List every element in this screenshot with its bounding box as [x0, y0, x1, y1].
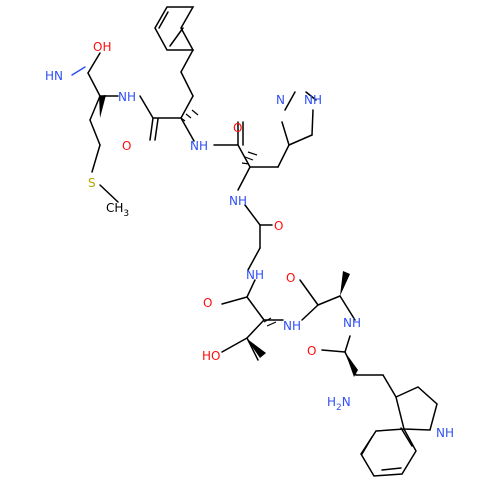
- bond: [180, 71, 194, 97]
- indole-benzene-ring: [360, 428, 417, 477]
- atom-label-sulfur: S: [88, 176, 96, 190]
- bond: [149, 117, 154, 141]
- bond: [221, 337, 248, 353]
- aromatic-bond: [158, 11, 169, 29]
- bond: [180, 117, 195, 142]
- double-bond: [321, 349, 346, 353]
- wedge-bond: [246, 338, 266, 358]
- bond: [288, 134, 313, 146]
- bond: [91, 144, 101, 173]
- atom-label-methyl: CH3: [106, 201, 129, 219]
- bond: [246, 296, 265, 321]
- atom-label-his-carbonyl-oxygen: O: [233, 121, 242, 135]
- bond: [311, 109, 314, 136]
- atom-label-phe-oxygen: O: [122, 139, 131, 153]
- bond: [382, 374, 397, 398]
- bond: [99, 184, 119, 203]
- bond: [344, 335, 351, 353]
- atom-label-imine-nitrogen: HN: [45, 69, 63, 83]
- double-bond: [299, 279, 319, 306]
- bond: [237, 166, 251, 191]
- bond-layer: [71, 6, 438, 477]
- stereo-bond-layer: [99, 95, 358, 377]
- wedge-bond: [99, 95, 106, 118]
- bond: [244, 204, 261, 226]
- atom-label-thr-carbonyl-oxygen: O: [203, 296, 212, 310]
- bond: [89, 119, 101, 146]
- bond: [301, 304, 319, 321]
- bond: [246, 279, 256, 298]
- hash-bond: [180, 109, 199, 122]
- atom-label-thr-hydroxyl: HO: [202, 349, 220, 363]
- bond: [281, 121, 290, 146]
- atom-label-trp-carbonyl-oxygen: O: [307, 344, 316, 358]
- hash-bond: [241, 151, 258, 165]
- hash-bond: [263, 317, 277, 327]
- atom-label-gly-carbonyl-oxygen: O: [274, 219, 283, 233]
- atom-label-phe-amide-nitrogen: NH: [190, 139, 208, 153]
- aromatic-bond: [169, 27, 184, 47]
- atom-label-thr-amide-nitrogen: NH: [283, 319, 301, 333]
- bond: [180, 95, 194, 119]
- bond: [87, 72, 101, 97]
- bond: [89, 95, 101, 121]
- double-bond: [221, 296, 248, 305]
- atom-label-indole-nh: NH: [436, 426, 454, 440]
- atom-label-ala-carbonyl-oxygen: O: [286, 271, 295, 285]
- aromatic-bond: [381, 467, 402, 471]
- atom-label-imidazole-nh: NH: [304, 93, 322, 107]
- bond: [180, 49, 194, 73]
- atom-label-layer: OH HN NH S CH3 O NH O N NH NH O NH O O N…: [45, 40, 454, 440]
- atom-label-amine: H2N: [327, 395, 351, 413]
- bond: [305, 91, 317, 101]
- benzene-ring: [154, 6, 195, 51]
- atom-label-ala-amide-nitrogen: NH: [343, 316, 361, 330]
- bond: [246, 319, 265, 339]
- pyrrole-ring: [395, 386, 438, 431]
- atom-label-imidazole-nitrogen: N: [276, 93, 285, 107]
- bond: [317, 295, 341, 306]
- atom-label-gly-amide-nitrogen: NH: [246, 268, 264, 282]
- bond: [284, 91, 296, 111]
- aromatic-bond: [361, 436, 373, 455]
- bond: [139, 95, 154, 119]
- atom-label-o-terminal: OH: [93, 40, 111, 54]
- bond: [87, 52, 101, 74]
- atom-label-met-amide-nitrogen: NH: [118, 90, 136, 104]
- bond: [247, 247, 261, 271]
- wedge-bond: [345, 352, 358, 377]
- double-bond: [71, 66, 86, 76]
- aromatic-bond: [400, 427, 413, 447]
- wedge-bond: [340, 271, 350, 296]
- bond: [277, 144, 290, 168]
- bond: [339, 295, 356, 321]
- atom-label-his-amide-nitrogen: NH: [229, 194, 247, 208]
- double-bond: [154, 118, 159, 141]
